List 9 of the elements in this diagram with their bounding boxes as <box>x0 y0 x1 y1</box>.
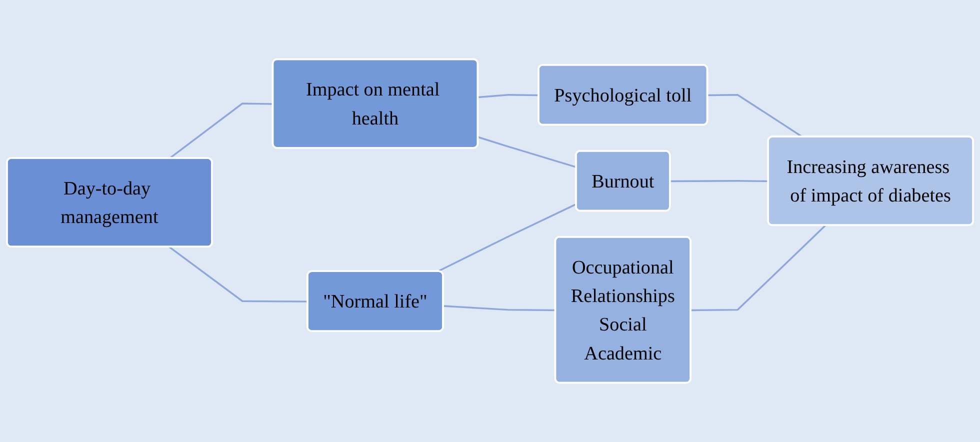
connector <box>168 102 274 160</box>
connector <box>708 94 803 138</box>
connector <box>690 224 826 312</box>
connector <box>478 136 577 168</box>
connector <box>478 94 539 98</box>
connector <box>443 305 556 312</box>
connector <box>168 246 308 302</box>
connector <box>437 203 577 272</box>
connector <box>670 180 769 182</box>
